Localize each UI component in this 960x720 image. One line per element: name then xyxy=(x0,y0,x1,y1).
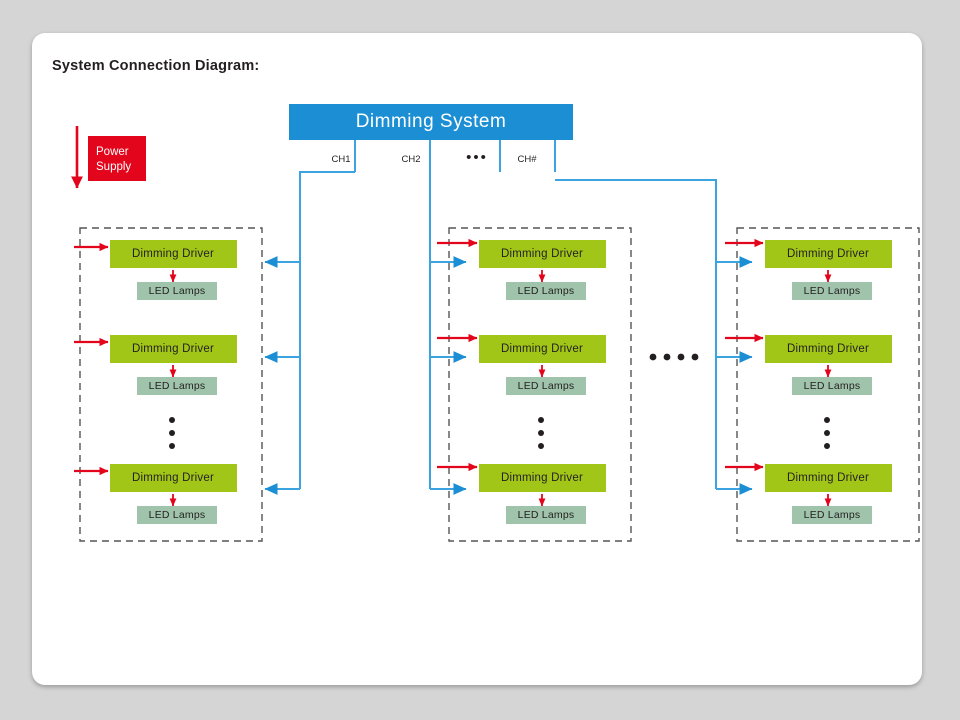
group-ch1-driver-1-label: Dimming Driver xyxy=(131,248,215,260)
group-chn-lamps-3-label: LED Lamps xyxy=(803,509,861,521)
group-chn-driver-3-box[interactable] xyxy=(765,464,892,492)
channel-label-ch2: CH2 xyxy=(401,154,421,165)
group-chn-lamps-1-label: LED Lamps xyxy=(803,285,861,297)
group-ch2-driver-3-box[interactable] xyxy=(479,464,606,492)
group-ch1-driver-3-box[interactable] xyxy=(110,464,237,492)
group-chn-driver-2-box[interactable] xyxy=(765,335,892,363)
group-ch1-lamps-3-label: LED Lamps xyxy=(148,509,206,521)
channel-label-ch1: CH1 xyxy=(331,154,351,165)
group-ch2-lamps-3-label: LED Lamps xyxy=(517,509,575,521)
group-ch2-lamps-2-box[interactable] xyxy=(506,377,586,395)
group-chn-lamps-1-box[interactable] xyxy=(792,282,872,300)
group-ch2-lamps-1-label: LED Lamps xyxy=(517,285,575,297)
bus-ch1 xyxy=(264,171,355,495)
group-ch2-lamps-2-label: LED Lamps xyxy=(517,380,575,392)
group-ch2-driver-1-label: Dimming Driver xyxy=(500,248,584,260)
group-ch1-lamps-1-label: LED Lamps xyxy=(148,285,206,297)
group-ch1-driver-2-label: Dimming Driver xyxy=(131,343,215,355)
group-ch2-lamps-1-box[interactable] xyxy=(506,282,586,300)
group-chn-driver-1-label: Dimming Driver xyxy=(786,248,870,260)
group-ch2-driver-2-label: Dimming Driver xyxy=(500,343,584,355)
group-ch1-lamps-2-label: LED Lamps xyxy=(148,380,206,392)
bus-ch2 xyxy=(429,140,467,495)
power-supply-box xyxy=(88,136,146,181)
group-chn xyxy=(725,227,920,542)
group-ch1 xyxy=(74,227,263,542)
group-ch2-vertical-ellipsis-icon xyxy=(538,417,544,449)
channel-label-ellipsis: ••• xyxy=(466,149,488,166)
bus-chn-path xyxy=(555,179,717,489)
group-ch1-driver-2-box[interactable] xyxy=(110,335,237,363)
group-ch1-lamps-3-box[interactable] xyxy=(137,506,217,524)
group-ch2-driver-1-box[interactable] xyxy=(479,240,606,268)
group-ch2-driver-2-box[interactable] xyxy=(479,335,606,363)
group-chn-driver-2-label: Dimming Driver xyxy=(786,343,870,355)
group-ch2-boundary xyxy=(448,227,632,542)
power-supply-label-line2: Supply xyxy=(96,161,132,173)
group-chn-lamps-2-label: LED Lamps xyxy=(803,380,861,392)
dimming-system-label: Dimming System xyxy=(355,111,507,132)
power-supply-block xyxy=(71,126,146,189)
channel-label-chn: CH# xyxy=(517,154,537,165)
group-chn-lamps-2-box[interactable] xyxy=(792,377,872,395)
group-ch2-lamps-3-box[interactable] xyxy=(506,506,586,524)
page-title: System Connection Diagram: xyxy=(52,58,260,74)
bus-chn xyxy=(555,179,753,495)
group-chn-vertical-ellipsis-icon xyxy=(824,417,830,449)
groups-horizontal-ellipsis-icon xyxy=(649,353,699,361)
group-ch1-driver-1-box[interactable] xyxy=(110,240,237,268)
group-chn-lamps-3-box[interactable] xyxy=(792,506,872,524)
group-chn-driver-3-label: Dimming Driver xyxy=(786,472,870,484)
group-ch1-lamps-2-box[interactable] xyxy=(137,377,217,395)
power-supply-label-line1: Power xyxy=(96,146,129,158)
group-chn-driver-1-box[interactable] xyxy=(765,240,892,268)
group-ch2 xyxy=(437,227,632,542)
dimming-system-box[interactable] xyxy=(289,104,573,140)
group-ch1-boundary xyxy=(79,227,263,542)
group-ch1-driver-3-label: Dimming Driver xyxy=(131,472,215,484)
group-ch1-lamps-1-box[interactable] xyxy=(137,282,217,300)
power-supply-label: Power Supply xyxy=(88,140,146,182)
group-ch1-vertical-ellipsis-icon xyxy=(169,417,175,449)
group-ch2-driver-3-label: Dimming Driver xyxy=(500,472,584,484)
bus-ch1-path xyxy=(299,171,355,489)
group-chn-boundary xyxy=(736,227,920,542)
